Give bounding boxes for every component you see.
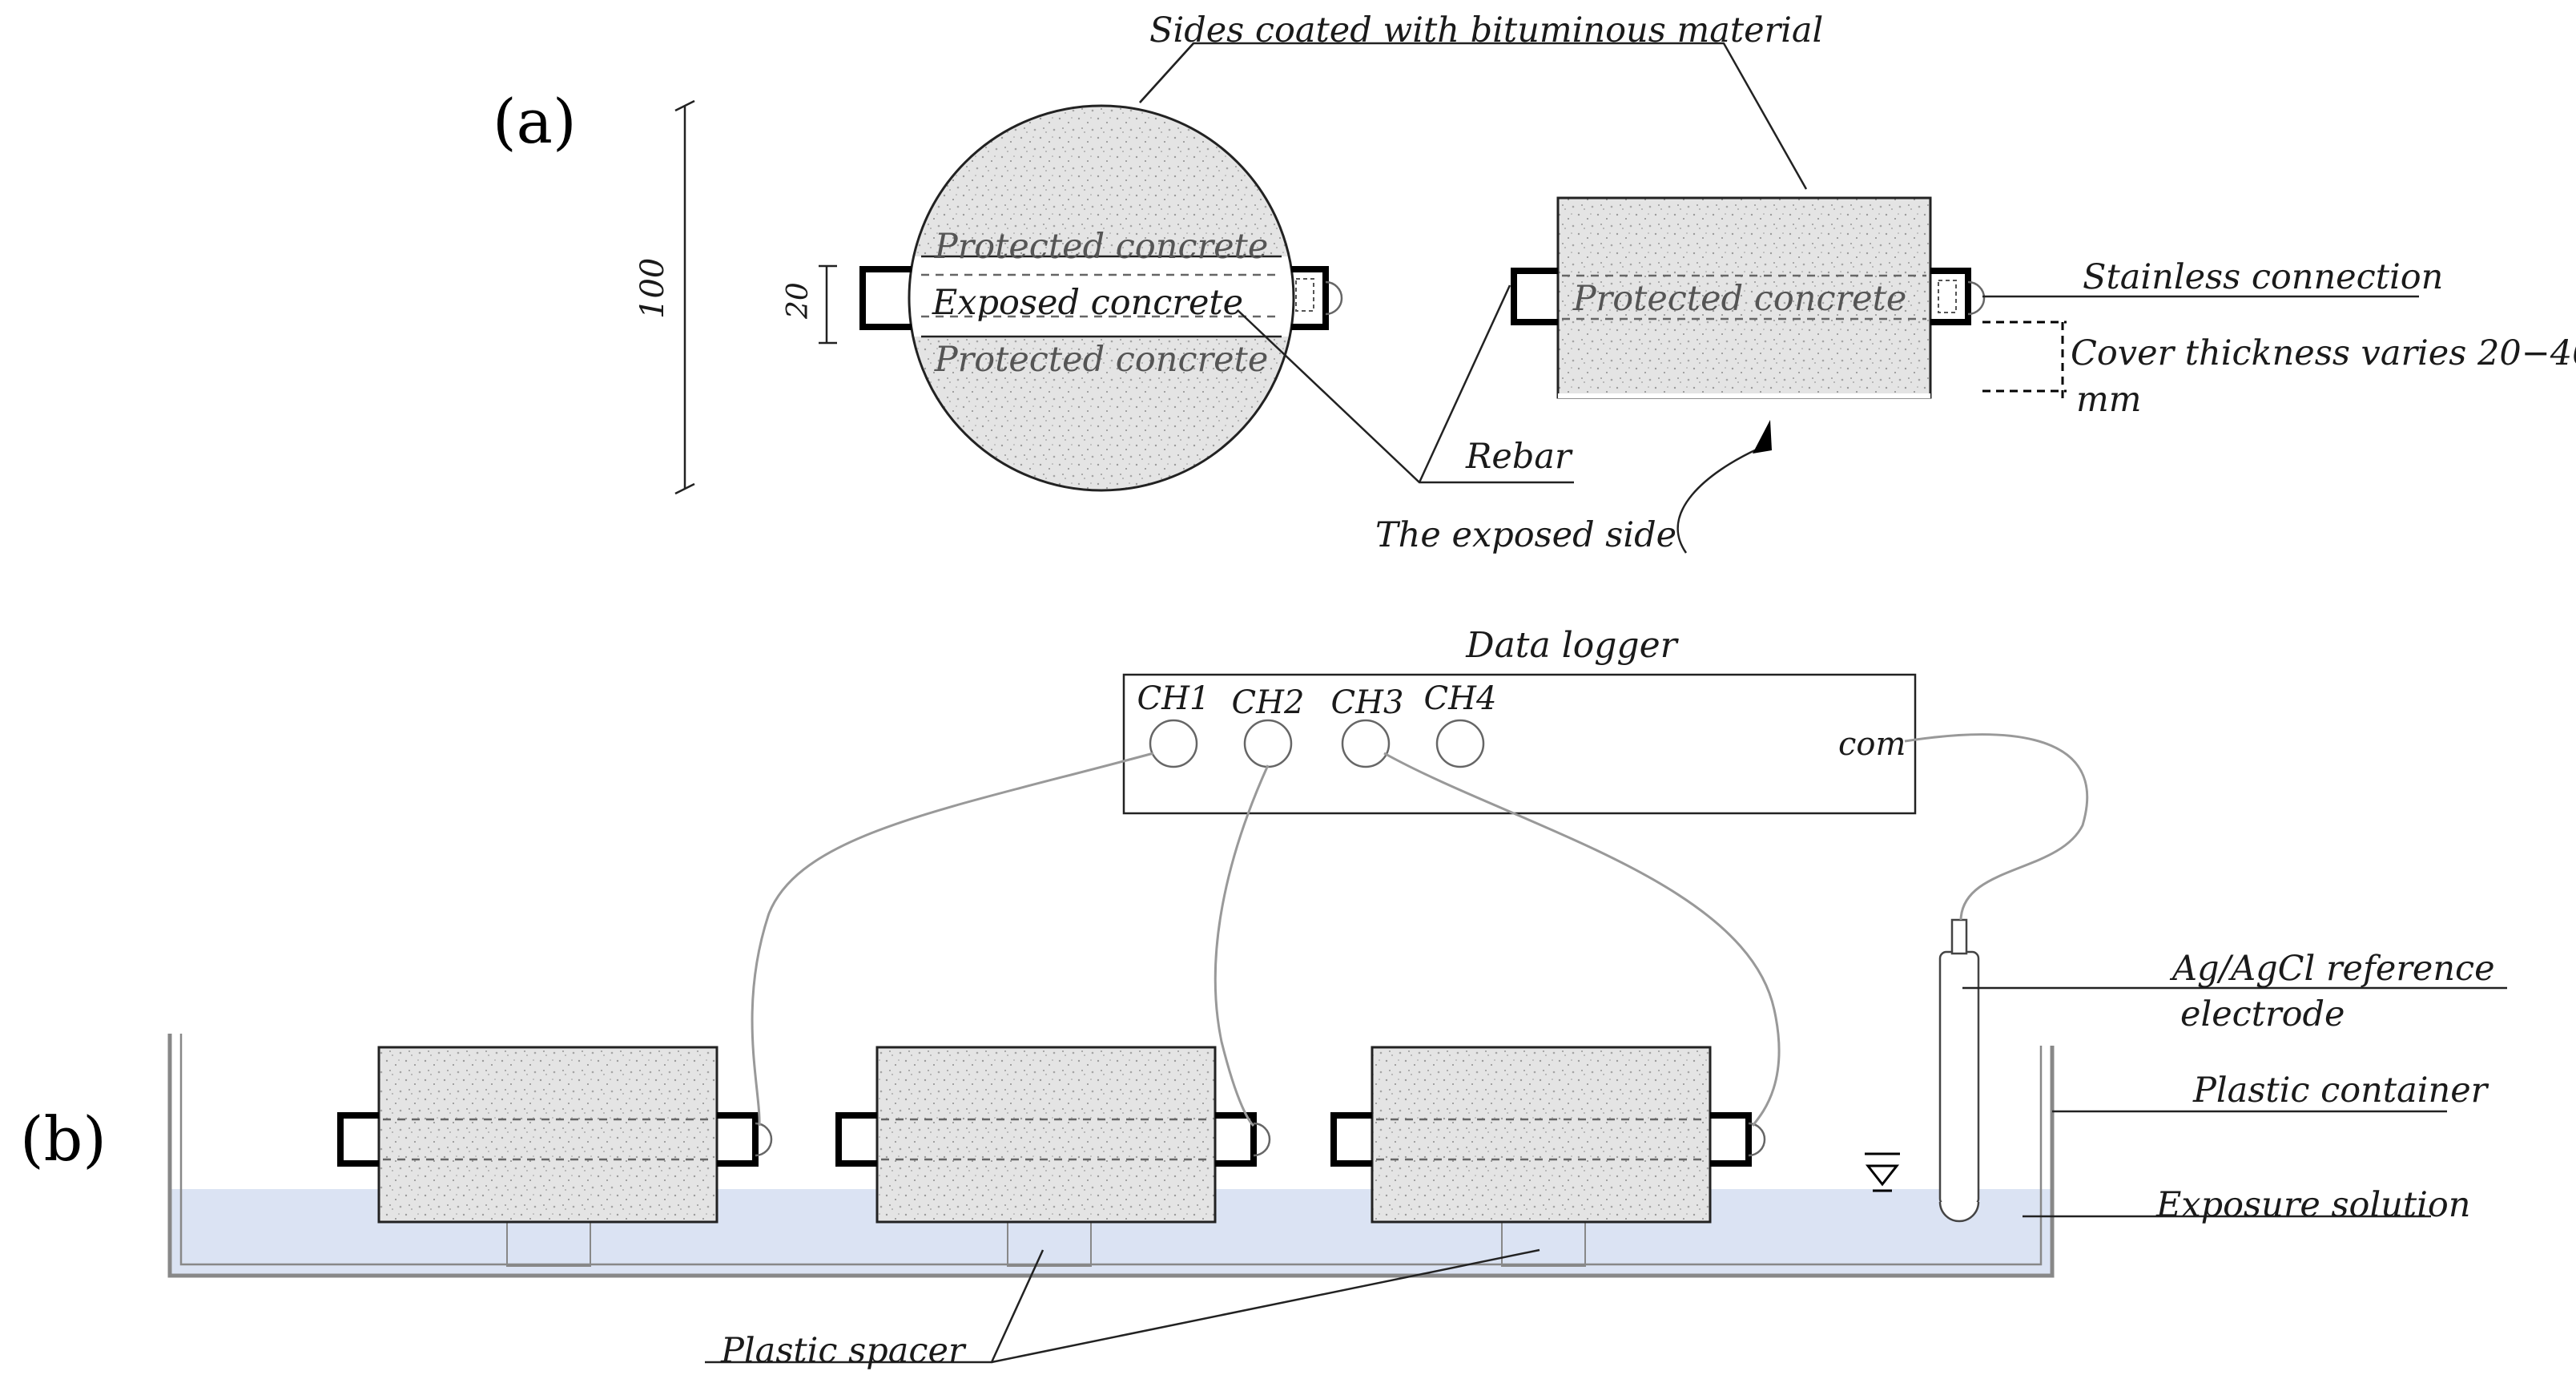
exposed-band-dimension-label: 20 bbox=[782, 282, 815, 320]
specimen-1-body bbox=[377, 1046, 718, 1224]
panel-b: (b) Data logger CH1 CH2 CH3 CH4 com bbox=[20, 625, 2507, 1371]
exposed-band-dimension: 20 bbox=[782, 264, 837, 345]
channel-ch1-label: CH1 bbox=[1137, 680, 1210, 717]
cylinder-specimen: Protected concrete Exposed concrete Prot… bbox=[859, 104, 1343, 492]
wires bbox=[751, 733, 2089, 1127]
channel-ch2-port bbox=[1243, 719, 1293, 768]
water-level-symbol bbox=[1865, 1152, 1900, 1192]
cylinder-outline bbox=[908, 104, 1295, 492]
height-dimension-tick-bottom bbox=[674, 482, 695, 495]
prism-rebar-left-loop bbox=[1511, 268, 1558, 325]
height-dimension-label: 100 bbox=[634, 258, 671, 319]
com-port-label: com bbox=[1838, 726, 1906, 763]
electrode-label-line1: Ag/AgCl reference bbox=[2169, 949, 2495, 989]
wire-ch3 bbox=[1383, 752, 1781, 1127]
circle-top-band-label: Protected concrete bbox=[934, 227, 1269, 267]
specimen-2-rebar-loop bbox=[835, 1112, 877, 1167]
connection-label: Stainless connection bbox=[2083, 257, 2443, 297]
specimen-3 bbox=[1330, 1046, 1766, 1267]
rebar-right-end bbox=[1291, 266, 1329, 330]
rebar-left-loop bbox=[859, 266, 912, 330]
specimen-1-rebar-end bbox=[717, 1112, 759, 1167]
channel-ch3-label: CH3 bbox=[1331, 684, 1404, 721]
data-logger: Data logger CH1 CH2 CH3 CH4 com bbox=[1122, 625, 1917, 815]
spacer-leader-right bbox=[991, 1248, 1540, 1364]
electrode-label-line2: electrode bbox=[2180, 994, 2345, 1034]
spacer-label: Plastic spacer bbox=[720, 1331, 967, 1371]
wire-ch2 bbox=[1214, 764, 1270, 1127]
water-level-triangle bbox=[1865, 1164, 1900, 1187]
solution-label: Exposure solution bbox=[2155, 1185, 2471, 1225]
specimen-1-connector bbox=[755, 1122, 773, 1157]
specimen-2-connector bbox=[1253, 1122, 1271, 1157]
channel-ch1-port bbox=[1149, 719, 1198, 768]
exposed-side-arrow-shaft bbox=[1676, 447, 1759, 554]
panel-a: (a) 100 20 Protected bbox=[493, 10, 2576, 555]
height-dimension: 100 bbox=[634, 99, 695, 495]
container-label: Plastic container bbox=[2192, 1071, 2489, 1111]
wire-ch1 bbox=[751, 752, 1154, 1127]
specimen-2-rebar-end bbox=[1215, 1112, 1257, 1167]
channel-ch2-label: CH2 bbox=[1232, 684, 1305, 721]
specimen-3-rebar-end bbox=[1710, 1112, 1752, 1167]
specimen-2-body bbox=[875, 1046, 1217, 1224]
wire-com bbox=[1904, 733, 2089, 921]
panel-a-label: (a) bbox=[493, 86, 577, 157]
electrode-tip bbox=[1938, 1201, 1980, 1223]
prism-rebar-right-end bbox=[1930, 268, 1971, 325]
cover-thickness-label-line2: mm bbox=[2076, 380, 2142, 420]
stainless-connector-b bbox=[1938, 280, 1957, 313]
exposed-side-arrow-head bbox=[1753, 420, 1772, 454]
stainless-connector-a bbox=[1295, 278, 1314, 312]
plastic-container-outer bbox=[167, 1034, 2055, 1278]
electrode-cap bbox=[1950, 918, 1968, 955]
panel-a-callouts bbox=[1139, 42, 2419, 554]
data-logger-title: Data logger bbox=[1465, 625, 1679, 666]
coating-leader-left bbox=[1139, 42, 1194, 103]
connector-cap-a bbox=[1325, 280, 1343, 316]
prism-band-label: Protected concrete bbox=[1572, 279, 1907, 319]
exposed-side-label: The exposed side bbox=[1375, 515, 1676, 555]
coating-label: Sides coated with bituminous material bbox=[1149, 10, 1823, 50]
reference-electrode bbox=[1938, 918, 1980, 1223]
channel-ch4-label: CH4 bbox=[1424, 680, 1497, 717]
specimen-3-body bbox=[1371, 1046, 1712, 1224]
plastic-container-inner bbox=[179, 1034, 2043, 1266]
specimen-1-rebar-loop bbox=[337, 1112, 379, 1167]
circle-exposed-band-label: Exposed concrete bbox=[932, 283, 1243, 323]
channel-ch4-port bbox=[1435, 719, 1485, 768]
specimen-2 bbox=[835, 1046, 1271, 1267]
rebar-label: Rebar bbox=[1465, 437, 1573, 477]
specimen-1 bbox=[337, 1046, 773, 1267]
electrode-body bbox=[1938, 950, 1980, 1207]
channel-ch3-port bbox=[1341, 719, 1391, 768]
panel-b-label: (b) bbox=[20, 1103, 107, 1175]
rebar-leader-prism bbox=[1418, 284, 1511, 483]
connector-cap-b bbox=[1967, 280, 1986, 316]
circle-bottom-band-label: Protected concrete bbox=[934, 340, 1269, 380]
panel-b-callouts bbox=[705, 986, 2507, 1364]
cover-thickness-label-line1: Cover thickness varies 20−40 bbox=[2071, 333, 2576, 373]
prism-body bbox=[1556, 196, 1932, 399]
prism-specimen: Protected concrete bbox=[1511, 196, 1986, 399]
cover-thickness-dimension bbox=[1982, 321, 2067, 401]
exposed-band bbox=[909, 256, 1294, 337]
specimen-3-rebar-loop bbox=[1330, 1112, 1372, 1167]
height-dimension-tick-top bbox=[674, 99, 695, 112]
